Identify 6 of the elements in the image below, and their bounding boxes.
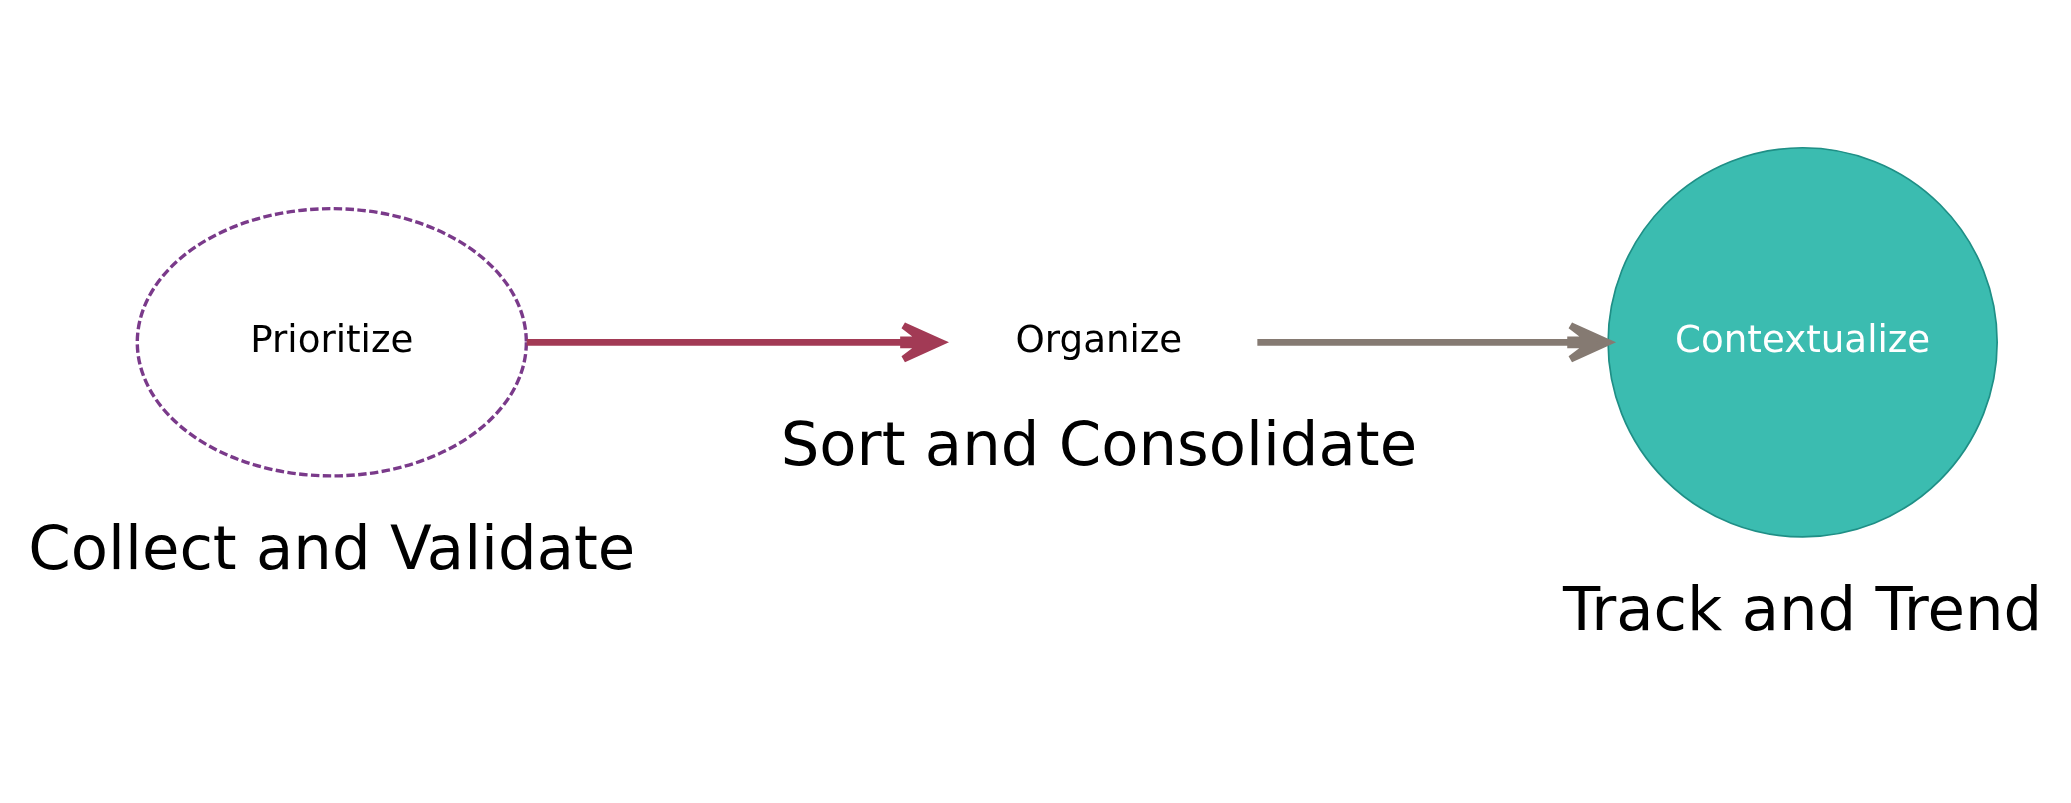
node-ellipse: Prioritize	[135, 206, 529, 478]
node-circle: Contextualize	[1607, 146, 1998, 538]
node-text: Organize	[1015, 316, 1183, 361]
node-label: Track and Trend	[1563, 572, 2043, 644]
node-label: Collect and Validate	[28, 511, 636, 583]
node-label: Sort and Consolidate	[780, 408, 1418, 480]
